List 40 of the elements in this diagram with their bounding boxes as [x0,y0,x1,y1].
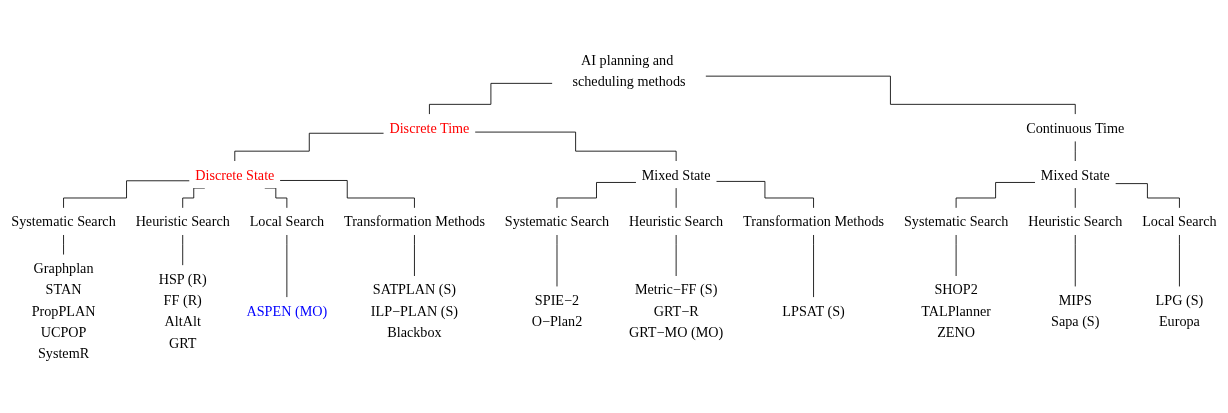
connector [813,234,814,298]
node-text: LPG (S) Europa [1155,292,1204,330]
node-text: Heuristic Search [135,213,230,230]
node-text: Local Search [1142,213,1217,230]
connector [1115,183,1180,209]
node-text: Transformation Methods [743,213,885,230]
node-text: Metric−FF (S) GRT−R GRT−MO (MO) [629,281,724,340]
connector [182,234,184,266]
node-text: Mixed State [641,166,711,183]
node-text: SHOP2 TALPlanner ZENO [921,281,991,340]
node-text: Systematic Search [504,213,610,230]
node-text: Heuristic Search [629,213,724,230]
connector [279,180,415,209]
node-text: Local Search [249,213,325,230]
node-text: AI planning and scheduling methods [572,51,686,89]
node-text: Systematic Search [11,213,116,230]
node-text: MIPS Sapa (S) [1051,292,1100,330]
node-text: Continuous Time [1026,119,1125,136]
node-text: Graphplan STAN PropPLAN UCPOP SystemR [31,260,96,362]
connector [556,182,637,209]
connector [474,131,677,162]
connector [63,180,190,209]
node-text: LPSAT (S) [782,302,845,319]
connector [429,82,553,115]
connector [705,75,1076,115]
node-text: SPIE−2 O−Plan2 [531,292,583,330]
node-text: Discrete Time [389,119,470,136]
connector [1179,234,1180,288]
connector [414,234,415,277]
node-text: Systematic Search [903,213,1009,230]
node-text: ASPEN (MO) [246,302,328,319]
node-text: Transformation Methods [343,213,485,230]
node-text: HSP (R) FF (R) AltAlt GRT [158,271,207,351]
node-text: SATPLAN (S) ILP−PLAN (S) Blackbox [370,281,459,340]
node-text: Mixed State [1040,166,1110,183]
connector [63,234,64,256]
connector [715,181,814,209]
node-text: Heuristic Search [1028,213,1123,230]
connector [234,132,385,162]
connector [955,182,1036,209]
